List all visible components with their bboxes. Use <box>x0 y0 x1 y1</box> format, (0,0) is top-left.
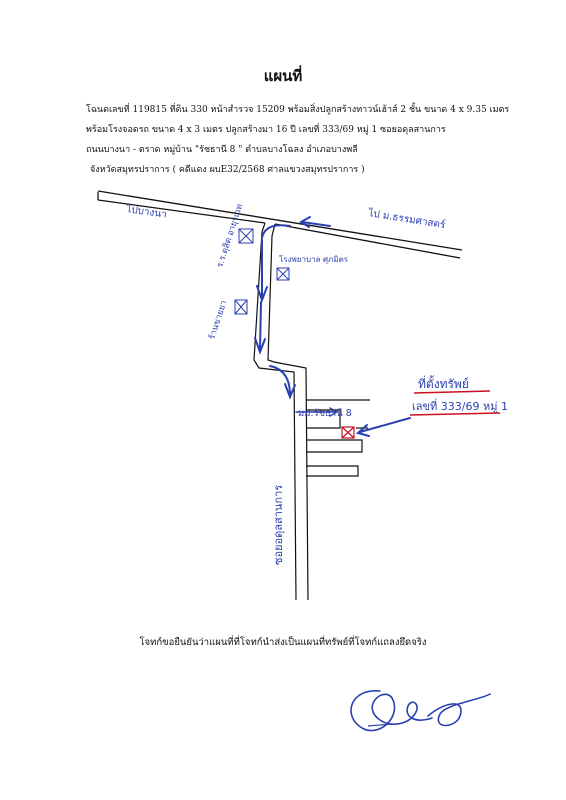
property-address-text: เลขที่ 333/69 หมู่ 1 <box>412 398 508 413</box>
description-line-2: พร้อมโรงจอดรถ ขนาด 4 x 3 เมตร ปลูกสร้างม… <box>86 125 446 135</box>
landmark-boxes <box>234 228 290 315</box>
label-hospital: โรงพยาบาล ศุภมิตร <box>279 254 349 264</box>
property-description: โฉนดเลขที่ 119815 ที่ดิน 330 หน้าสำรวจ 1… <box>86 100 526 180</box>
signature <box>350 690 491 732</box>
label-to-thammasat: ไป ม.ธรรมศาสตร์ <box>367 207 447 231</box>
label-village-sign: มม.รัชธานี 8 <box>298 407 352 419</box>
property-title-text: ที่ตั้งทรัพย์ <box>418 375 469 391</box>
branch-streets <box>306 399 370 477</box>
direction-arrows <box>254 216 411 437</box>
description-line-1: โฉนดเลขที่ 119815 ที่ดิน 330 หน้าสำรวจ 1… <box>86 105 510 115</box>
label-pharmacy: ร้านขายยา <box>206 299 229 341</box>
property-marker <box>341 426 355 439</box>
soi-road <box>253 222 309 601</box>
description-line-3: ถนนบางนา - ตราด หมู่บ้าน "รัชธานี 8 " ตำ… <box>86 145 358 155</box>
label-soi: ซอยอดุลสานการ <box>272 485 285 565</box>
document-title: แผนที่ <box>263 67 303 85</box>
footer-statement: โจทก์ขอยืนยันว่าแผนที่ที่โจทก์นำส่งเป็นแ… <box>139 637 427 648</box>
label-to-bangna: ไปบางนา <box>125 203 168 221</box>
description-line-4: จังหวัดสมุทรปราการ ( คดีแดง ผบE32/2568 ศ… <box>90 165 365 175</box>
property-callout: ที่ตั้งทรัพย์ เลขที่ 333/69 หมู่ 1 <box>409 375 508 416</box>
main-road <box>97 190 463 259</box>
